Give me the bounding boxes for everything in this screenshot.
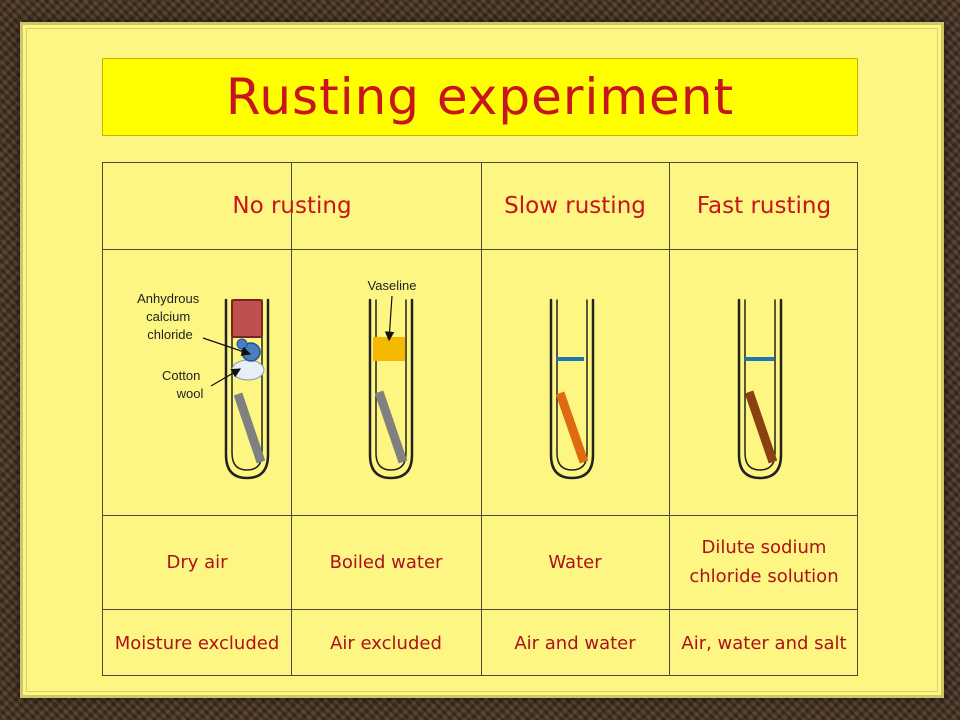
row-divider: [103, 515, 857, 516]
label-vaseline: Vaseline: [368, 278, 417, 293]
condition-boiled-water: Boiled water: [329, 551, 443, 573]
header-fast-rusting: Fast rusting: [696, 193, 832, 219]
page-title: Rusting experiment: [225, 68, 735, 126]
arrow-cotton-wool: [210, 368, 242, 387]
condition-water: Water: [548, 551, 602, 573]
iron-nail-salt-solution: [744, 390, 778, 464]
factor-moisture-excluded: Moisture excluded: [114, 632, 280, 654]
calcium-chloride-stopper: [231, 299, 263, 338]
row-divider: [103, 609, 857, 610]
title-banner: Rusting experiment: [102, 58, 858, 136]
test-tube-salt-solution: [737, 298, 783, 480]
iron-nail-water: [555, 391, 589, 464]
factor-air-water-salt: Air, water and salt: [681, 632, 847, 654]
condition-dry-air: Dry air: [166, 551, 228, 573]
test-tube-boiled-water: [368, 298, 414, 480]
iron-nail-boiled-water: [374, 390, 408, 464]
factor-air-and-water: Air and water: [514, 632, 636, 654]
column-divider: [481, 163, 482, 675]
factor-air-excluded: Air excluded: [330, 632, 442, 654]
header-no-rusting: No rusting: [232, 193, 352, 219]
label-cotton-wool: Cotton wool: [162, 368, 204, 401]
arrow-calcium-chloride: [202, 337, 252, 356]
label-anhydrous-calcium-chloride: Anhydrous calcium chloride: [137, 291, 203, 342]
row-divider: [103, 249, 857, 250]
cotton-wool: [231, 338, 265, 381]
header-slow-rusting: Slow rusting: [504, 193, 646, 219]
iron-nail-dry-air: [233, 392, 266, 464]
condition-salt-solution: Dilute sodium chloride solution: [689, 537, 839, 587]
vaseline-layer: [373, 337, 405, 361]
test-tube-water: [549, 298, 595, 480]
experiment-table: No rusting Slow rusting Fast rusting Dry…: [102, 162, 858, 676]
arrow-vaseline: [384, 295, 395, 342]
column-divider: [291, 163, 292, 675]
column-divider: [669, 163, 670, 675]
